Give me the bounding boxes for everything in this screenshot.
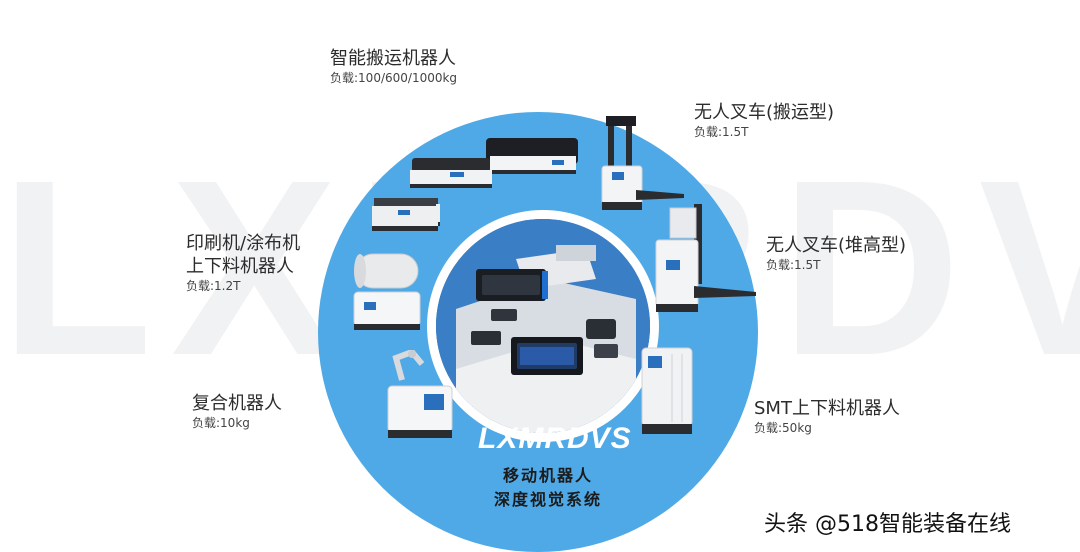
label-load: 负载:10kg xyxy=(192,416,250,430)
printing-robot-icon xyxy=(353,253,421,330)
label-title: 无人叉车(堆高型) xyxy=(766,235,907,256)
label-forklift-carry: 无人叉车(搬运型) 负载:1.5T xyxy=(694,101,834,140)
forklift-stack-icon xyxy=(655,204,756,312)
label-load: 负载:50kg xyxy=(754,421,812,435)
label-title-line2: 上下料机器人 xyxy=(186,256,294,277)
label-load: 负载:1.2T xyxy=(186,279,241,293)
center-subtitle-line1: 移动机器人 xyxy=(502,466,593,485)
brand-logo: LXMRDVS xyxy=(478,422,632,455)
label-load: 负载:1.5T xyxy=(766,258,821,272)
label-forklift-stack: 无人叉车(堆高型) 负载:1.5T xyxy=(766,234,906,273)
footer-source-text: 头条 @518智能装备在线 xyxy=(764,512,1011,537)
label-printing-robot: 印刷机/涂布机 上下料机器人 负载:1.2T xyxy=(186,232,300,294)
label-title: 智能搬运机器人 xyxy=(330,48,456,69)
label-load: 负载:100/600/1000kg xyxy=(330,71,458,85)
camera-icon xyxy=(476,269,548,301)
forklift-carry-icon xyxy=(601,116,684,210)
label-handling-robot: 智能搬运机器人 负载:100/600/1000kg xyxy=(330,47,457,86)
small-amr-icon xyxy=(372,198,438,231)
label-title: 无人叉车(搬运型) xyxy=(694,102,835,123)
camera-product-image xyxy=(436,219,650,433)
smt-robot-icon xyxy=(641,347,693,434)
label-load: 负载:1.5T xyxy=(694,125,749,139)
label-title: 复合机器人 xyxy=(192,393,282,414)
center-subtitle-line2: 深度视觉系统 xyxy=(493,490,602,509)
label-smt-robot: SMT上下料机器人 负载:50kg xyxy=(754,397,900,436)
label-title: SMT上下料机器人 xyxy=(754,398,900,419)
footer-text-shadow: 头条 @518智能装备在线 xyxy=(766,514,1013,539)
label-title-line1: 印刷机/涂布机 xyxy=(186,233,301,254)
label-composite-robot: 复合机器人 负载:10kg xyxy=(192,392,282,431)
composite-robot-icon xyxy=(387,350,453,438)
